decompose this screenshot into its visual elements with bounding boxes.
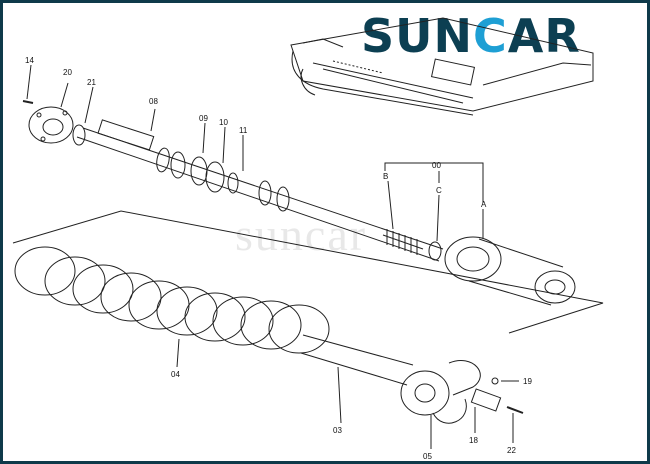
seal-ring-21 [72,124,86,146]
threaded-end [382,229,424,255]
callout-10: 10 [219,118,228,127]
callout-19: 19 [523,377,532,386]
callout-00: 00 [432,161,441,170]
callout-b: B [383,172,388,181]
callout-20: 20 [63,68,72,77]
callout-14: 14 [25,56,34,65]
callout-08: 08 [149,97,158,106]
callout-18: 18 [469,436,478,445]
callout-a: A [481,200,487,209]
callout-c: C [436,186,442,195]
callout-04: 04 [171,370,180,379]
track-frame-illustration [290,17,594,116]
callout-11: 11 [239,126,248,135]
callout-05: 05 [423,452,432,461]
shaft-baseplate [12,210,604,334]
yoke-part-05 [400,360,481,424]
callout-22: 22 [507,446,516,455]
exploded-parts-drawing: 14 20 21 08 09 10 11 00 B C A 04 03 05 1… [12,17,604,461]
spring-coil [14,246,330,354]
callout-21: 21 [87,78,96,87]
cylinder-a [444,236,576,306]
flange-part-20 [22,64,74,144]
callout-03: 03 [333,426,342,435]
callout-09: 09 [199,114,208,123]
watermark: suncar [235,209,368,260]
